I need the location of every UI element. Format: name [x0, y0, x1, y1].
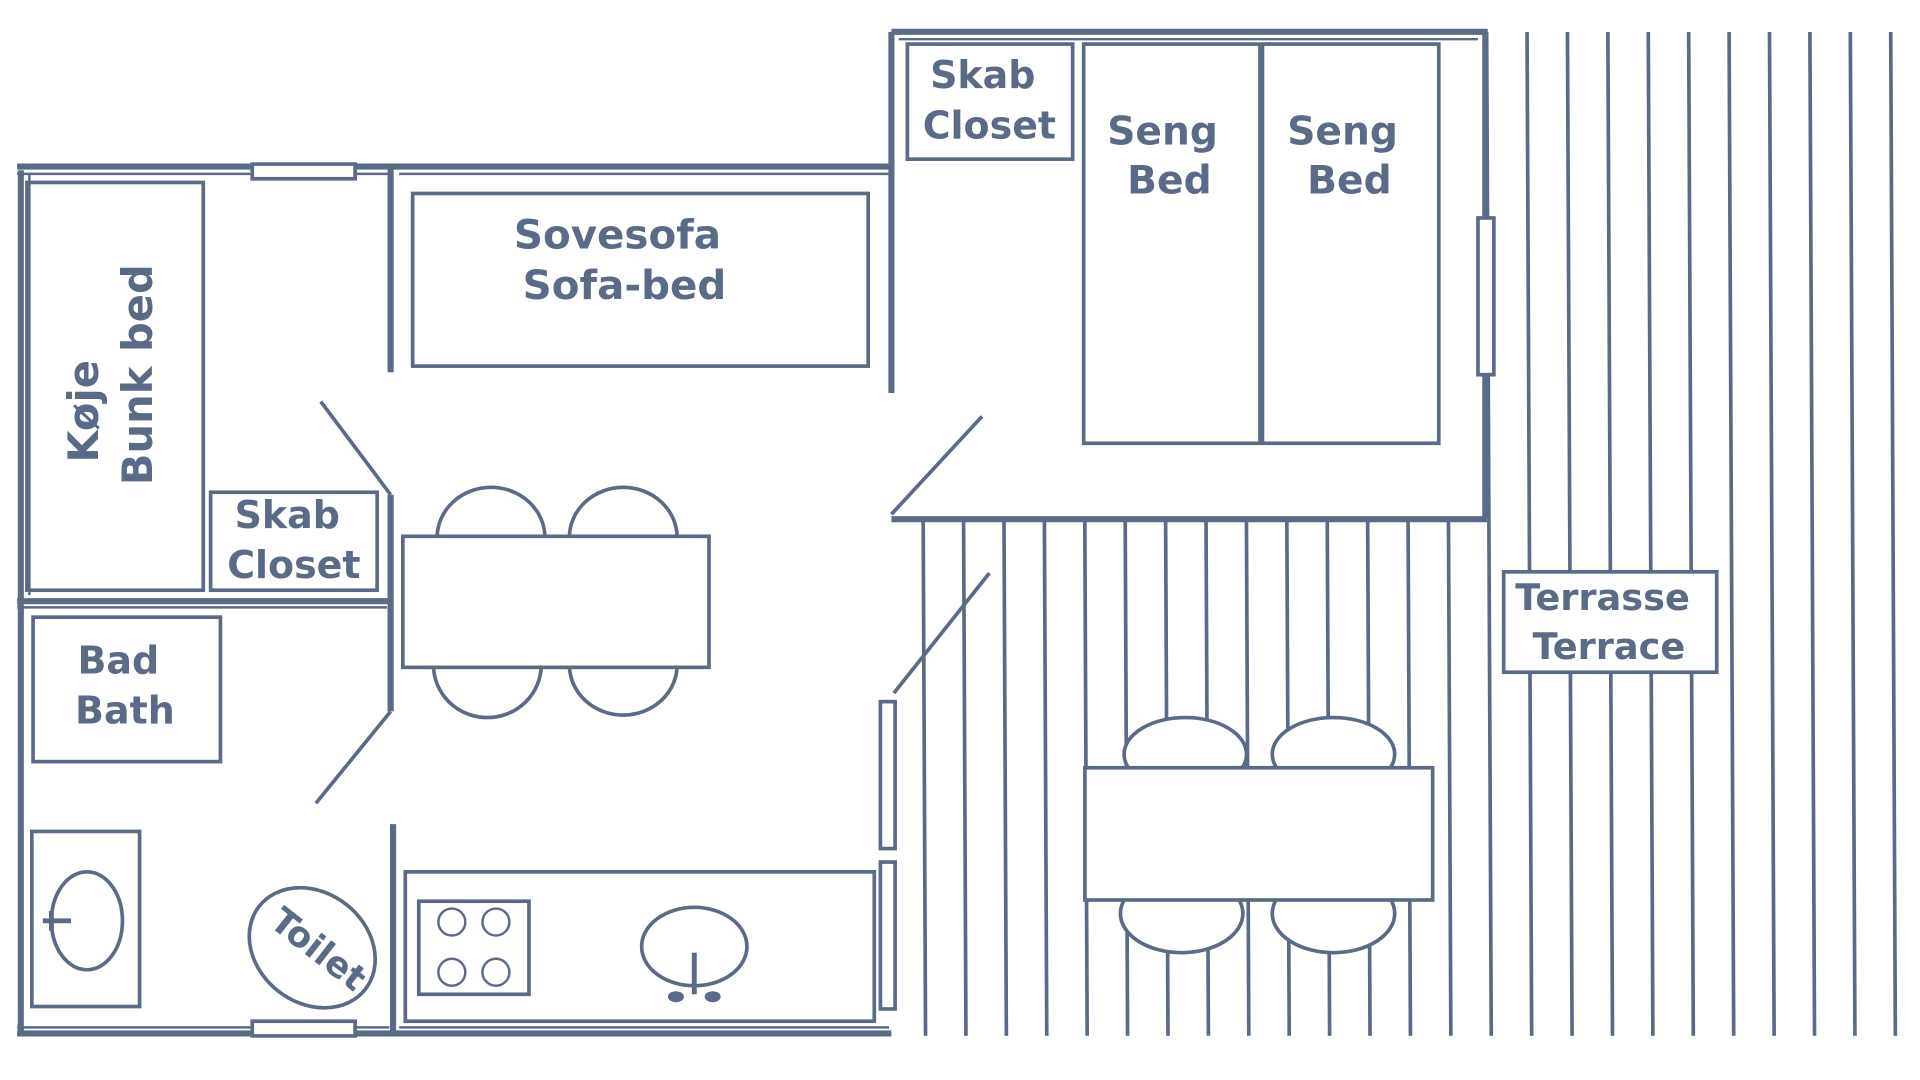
terrace-label-en: Terrace	[1533, 625, 1686, 668]
svg-text:Seng Bed: Seng Bed	[1287, 109, 1411, 203]
closet-right-label-en: Closet	[923, 103, 1056, 147]
table	[1083, 765, 1435, 902]
sofa-bed-label-en: Sofa-bed	[523, 261, 727, 309]
deck-board	[1525, 31, 1534, 1036]
svg-text:Bad Bath: Bad Bath	[75, 638, 175, 732]
window-bedroom	[1476, 216, 1496, 377]
bath: Bad Bath	[31, 615, 223, 764]
bed-2-label-en: Bed	[1307, 158, 1391, 203]
table	[401, 534, 711, 670]
window-top-left	[250, 162, 357, 181]
bed-1: Seng Bed	[1107, 109, 1231, 203]
door-bedroom	[890, 415, 984, 516]
bunk-bed: Køje Bunk bed	[25, 180, 206, 593]
bathroom-sink	[30, 829, 142, 1009]
closet-left-label-en: Closet	[227, 543, 360, 587]
bath-label-da: Bad	[77, 638, 159, 682]
deck-board	[959, 31, 968, 1036]
deck-board	[1888, 31, 1898, 1036]
deck-board	[1767, 31, 1777, 1036]
closet-right-label-da: Skab	[930, 53, 1035, 97]
bed-2-label-da: Seng	[1287, 109, 1398, 154]
terrace-label-box: Terrasse Terrace	[1501, 570, 1719, 675]
sofa-bed: Sovesofa Sofa-bed	[410, 191, 870, 368]
svg-text:Skab Closet: Skab Closet	[923, 53, 1056, 147]
closet-left: Skab Closet	[208, 490, 379, 593]
sofa-bed-label-da: Sovesofa	[514, 211, 721, 259]
svg-text:Sovesofa Sofa-bed: Sovesofa Sofa-bed	[514, 211, 735, 309]
deck-board	[1646, 31, 1655, 1036]
closet-left-label-da: Skab	[235, 493, 340, 537]
toilet: Toilet	[247, 885, 378, 1010]
deck-board	[1040, 31, 1049, 1036]
window-living-upper	[878, 699, 897, 851]
door-bunk-room	[319, 400, 393, 496]
deck-board	[1242, 31, 1251, 1036]
bed-1-label-da: Seng	[1107, 109, 1218, 154]
deck-board	[999, 31, 1009, 1036]
deck-board	[1686, 31, 1696, 1036]
deck-board	[1565, 31, 1575, 1036]
dining-table-indoor	[401, 485, 711, 720]
svg-text:Skab Closet: Skab Closet	[227, 493, 360, 587]
door-swings	[314, 400, 991, 805]
kitchen-counter	[403, 870, 877, 1024]
bath-label-en: Bath	[75, 689, 175, 733]
deck-board	[1727, 31, 1736, 1036]
bunk-bed-label-en: Bunk bed	[113, 264, 162, 485]
door-terrace	[892, 571, 991, 695]
deck-board	[918, 31, 928, 1036]
closet-right: Skab Closet	[905, 42, 1075, 162]
terrace-table	[1083, 715, 1435, 955]
terrace-deck-boards	[918, 31, 1898, 1036]
svg-text:Køje Bunk bed: Køje Bunk bed	[59, 264, 162, 485]
deck-board	[1444, 31, 1453, 1036]
stove	[416, 899, 531, 997]
window-bottom-left	[250, 1019, 357, 1038]
svg-text:Seng Bed: Seng Bed	[1107, 109, 1231, 203]
deck-board	[1848, 31, 1857, 1036]
terrace-label-da: Terrasse	[1515, 576, 1690, 619]
double-bed	[1081, 42, 1441, 446]
windows	[250, 162, 1496, 1038]
deck-board	[1403, 31, 1413, 1036]
svg-text:Terrasse Terrace: Terrasse Terrace	[1515, 576, 1702, 668]
deck-board	[1807, 31, 1817, 1036]
bunk-bed-label-da: Køje	[59, 360, 108, 463]
door-bath	[314, 710, 393, 805]
kitchen-sink	[639, 905, 749, 1003]
window-living-lower	[878, 860, 897, 1011]
deck-board	[1605, 31, 1615, 1036]
bed-2: Seng Bed	[1287, 109, 1411, 203]
bed-1-label-en: Bed	[1127, 158, 1211, 203]
